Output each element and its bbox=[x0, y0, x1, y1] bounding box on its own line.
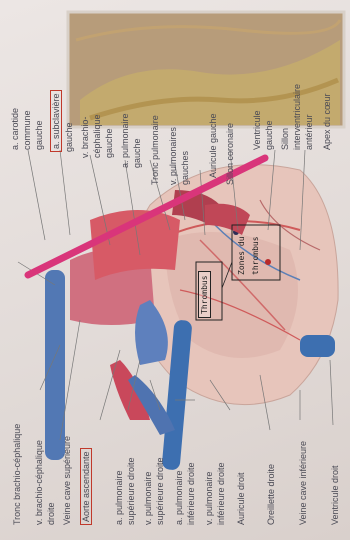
label-v-brachio-g-1: v. brachio- bbox=[80, 117, 90, 158]
label-sillon-interv-3: antérieur bbox=[304, 114, 314, 150]
label-v-pulmonaires-g-2: gauches bbox=[180, 151, 190, 185]
label-sillon-coronaire: Sillon coronaire bbox=[225, 123, 235, 185]
handwritten-thrombus: Thrombus bbox=[198, 271, 211, 318]
label-a-pulmonaire-g-2: gauche bbox=[132, 138, 142, 168]
handwritten-zones-line1: Zones du bbox=[236, 233, 247, 278]
label-carotide-2: commune bbox=[22, 110, 32, 150]
label-subclaviere-2: gauche bbox=[64, 122, 74, 152]
label-a-pulmonaire-inf-droite-2: inférieure droite bbox=[186, 462, 196, 525]
label-oreillette-droite: Oreillette droite bbox=[266, 464, 276, 525]
label-sillon-interv-1: Sillon bbox=[280, 128, 290, 150]
label-v-pulmonaire-inf-droite-2: inférieure droite bbox=[216, 462, 226, 525]
label-ventricule-gauche-2: gauche bbox=[264, 120, 274, 150]
label-a-pulmonaire-sup-droite: a. pulmonaire bbox=[114, 470, 124, 525]
label-ventricule-gauche-1: Ventricule bbox=[252, 110, 262, 150]
label-carotide-3: gauche bbox=[34, 120, 44, 150]
label-v-pulmonaire-sup-droite-2: supérieure droite bbox=[155, 457, 165, 525]
label-veine-cave-superieure: Veine cave supérieure bbox=[62, 436, 72, 525]
label-a-pulmonaire-sup-droite-2: supérieure droite bbox=[126, 457, 136, 525]
label-v-pulmonaires-g-1: v. pulmonaires bbox=[168, 127, 178, 185]
label-a-pulmonaire-g-1: a. pulmonaire bbox=[120, 113, 130, 168]
label-ventricule-droit: Ventricule droit bbox=[330, 465, 340, 525]
inset-photo bbox=[68, 12, 344, 127]
label-v-brachio-cephalique-droite-2: droite bbox=[46, 502, 56, 525]
handwritten-zones-line2: thrombus bbox=[250, 233, 261, 278]
heart-body bbox=[130, 165, 338, 405]
label-subclaviere-1: a. subclavière bbox=[50, 90, 62, 152]
label-v-pulmonaire-inf-droite: v. pulmonaire bbox=[204, 472, 214, 525]
label-line: v. brachio-céphalique bbox=[34, 440, 44, 525]
label-carotide-1: a. carotide bbox=[10, 108, 20, 150]
label-auricule-droit: Auricule droit bbox=[236, 472, 246, 525]
label-v-brachio-g-2: céphalique bbox=[92, 114, 102, 158]
label-tronc-pulmonaire: Tronc pulmonaire bbox=[150, 115, 160, 185]
label-auricule-gauche: Auricule gauche bbox=[208, 113, 218, 178]
label-v-pulmonaire-sup-droite: v. pulmonaire bbox=[143, 472, 153, 525]
label-v-brachio-g-3: gauche bbox=[104, 128, 114, 158]
label-a-pulmonaire-inf-droite: a. pulmonaire bbox=[174, 470, 184, 525]
label-apex: Apex du cœur bbox=[322, 93, 332, 150]
label-aorte-ascendante: Aorte ascendante bbox=[80, 448, 92, 525]
label-veine-cave-inferieure: Veine cave inférieure bbox=[298, 441, 308, 525]
label-v-brachio-cephalique-droite: v. brachio-céphalique bbox=[34, 440, 44, 525]
label-sillon-interv-2: interventriculaire bbox=[292, 84, 302, 150]
label-tronc-brachio-cephalique: Tronc brachio-céphalique bbox=[12, 424, 22, 525]
